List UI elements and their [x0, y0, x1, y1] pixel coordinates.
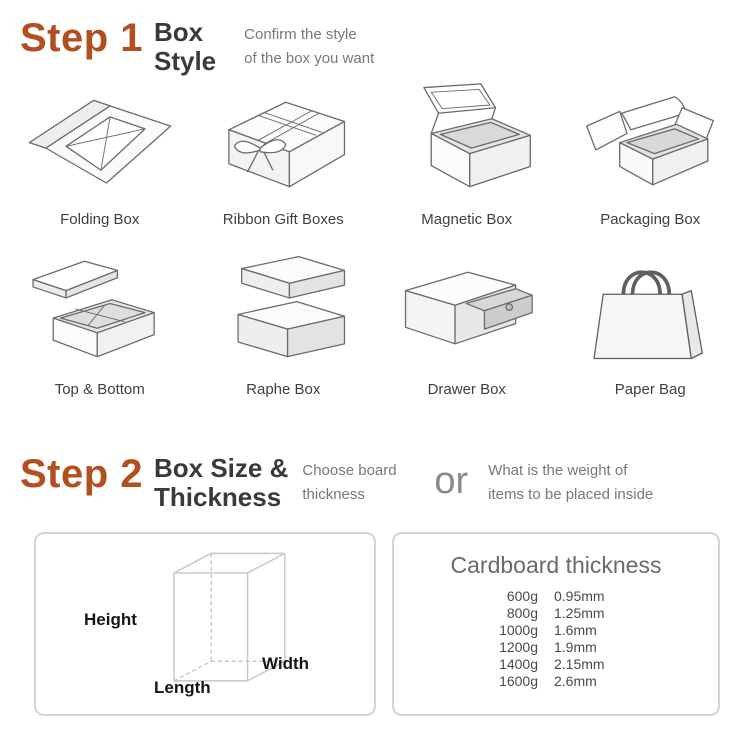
- drawer-box-icon: [404, 271, 533, 345]
- box-label: Top & Bottom: [54, 381, 145, 398]
- thickness-row: 1400g 2.15mm: [488, 656, 624, 673]
- step1-title-line1: Box: [154, 17, 204, 47]
- step1-header: Step 1 Box Style Confirm the style of th…: [20, 16, 374, 75]
- weight-value: 1200g: [499, 639, 538, 655]
- step1-title-line2: Style: [154, 45, 217, 76]
- box-label: Ribbon Gift Boxes: [222, 211, 344, 228]
- box-label: Raphe Box: [246, 381, 321, 398]
- box-item-drawer-box: Drawer Box: [375, 252, 559, 398]
- weight-value: 600g: [506, 588, 538, 604]
- weight-value: 1600g: [499, 673, 538, 689]
- box-label: Folding Box: [60, 211, 140, 228]
- weight-value: 1000g: [499, 622, 538, 638]
- step2-description-b: What is the weight of items to be placed…: [488, 462, 654, 503]
- thickness-value: 0.95mm: [554, 588, 605, 604]
- paper-bag-icon: [593, 270, 704, 360]
- thickness-row: 1000g 1.6mm: [488, 622, 624, 639]
- or-label: or: [434, 460, 469, 502]
- box-item-ribbon-gift-boxes: Ribbon Gift Boxes: [192, 82, 376, 228]
- step1-description: Confirm the style of the box you want: [244, 26, 375, 67]
- weight-value: 800g: [506, 605, 538, 621]
- box-label: Paper Bag: [614, 381, 686, 398]
- box-label: Packaging Box: [600, 211, 701, 228]
- thickness-row: 600g 0.95mm: [488, 588, 624, 605]
- step2-label: Step 2: [20, 452, 144, 496]
- box-label: Magnetic Box: [421, 211, 513, 228]
- raphe-box-icon: [237, 256, 346, 358]
- thickness-value: 1.6mm: [554, 622, 597, 638]
- thickness-value: 2.6mm: [554, 673, 597, 689]
- packaging-box-icon: [586, 96, 715, 186]
- cube-wireframe-icon: [173, 552, 286, 682]
- step2-title-line1: Box Size &: [154, 453, 289, 483]
- length-label: Length: [154, 678, 211, 697]
- box-item-packaging-box: Packaging Box: [559, 82, 743, 228]
- step2-panels: Height Width Length Cardboard thickness …: [34, 532, 720, 716]
- box-item-paper-bag: Paper Bag: [559, 252, 743, 398]
- step2-header: Step 2 Box Size & Thickness Choose board…: [20, 452, 678, 511]
- box-item-top-bottom: Top & Bottom: [8, 252, 192, 398]
- weight-value: 1400g: [499, 656, 538, 672]
- height-label: Height: [84, 610, 137, 629]
- thickness-row: 1200g 1.9mm: [488, 639, 624, 656]
- step2-description-a: Choose board thickness: [302, 462, 397, 503]
- cardboard-thickness-panel: Cardboard thickness 600g 0.95mm 800g 1.2…: [392, 532, 720, 716]
- thickness-value: 1.9mm: [554, 639, 597, 655]
- step2-title: Box Size & Thickness: [154, 452, 288, 511]
- width-label: Width: [262, 654, 310, 673]
- top-bottom-box-icon: [32, 260, 155, 358]
- magnetic-box-icon: [422, 83, 531, 188]
- ribbon-gift-box-icon: [228, 101, 346, 188]
- box-item-magnetic-box: Magnetic Box: [375, 82, 559, 228]
- folding-box-icon: [28, 99, 172, 184]
- box-item-raphe-box: Raphe Box: [192, 252, 376, 398]
- dimension-diagram-panel: Height Width Length: [34, 532, 376, 716]
- thickness-title: Cardboard thickness: [450, 552, 662, 578]
- box-item-folding-box: Folding Box: [8, 82, 192, 228]
- box-label: Drawer Box: [427, 381, 506, 398]
- thickness-row: 800g 1.25mm: [488, 605, 624, 622]
- step2-title-line2: Thickness: [154, 481, 282, 512]
- thickness-row: 1600g 2.6mm: [488, 673, 624, 690]
- step1-title: Box Style: [154, 16, 216, 75]
- box-style-grid: Folding Box Ribbon Gift Boxes: [8, 82, 742, 398]
- thickness-value: 1.25mm: [554, 605, 605, 621]
- step1-label: Step 1: [20, 16, 144, 60]
- thickness-value: 2.15mm: [554, 656, 605, 672]
- thickness-table: 600g 0.95mm 800g 1.25mm 1000g 1.6mm 1200…: [488, 588, 624, 690]
